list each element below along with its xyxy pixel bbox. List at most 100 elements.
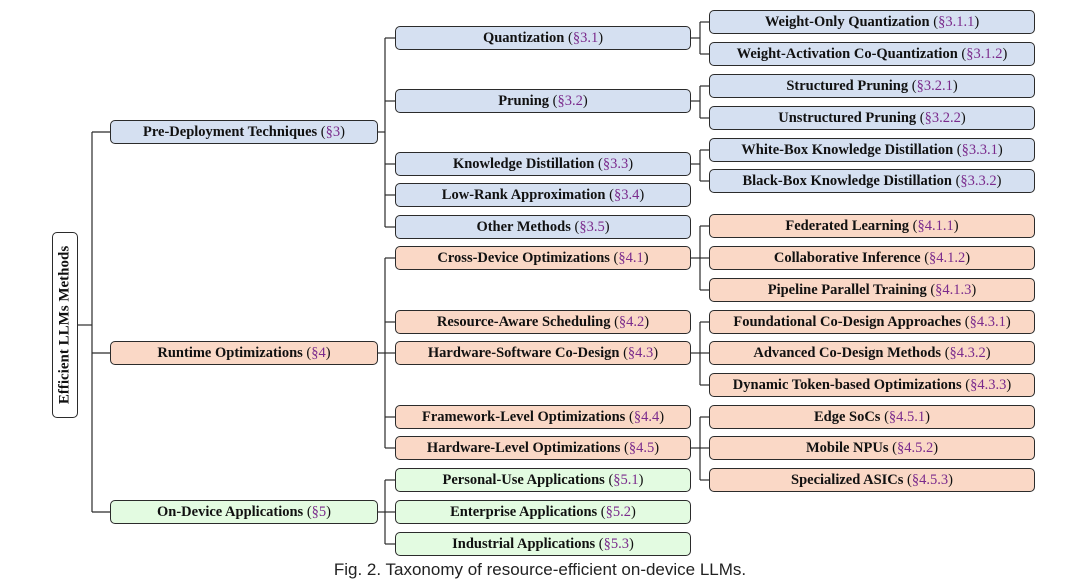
node-label: Federated Learning (785, 217, 910, 234)
section-reference: §3.3.2 (960, 172, 997, 189)
close-paren: ) (340, 123, 345, 140)
node-label: Framework-Level Optimizations (421, 408, 626, 425)
close-paren: ) (925, 408, 931, 425)
close-paren: ) (643, 249, 649, 266)
open-paren: ( (317, 123, 326, 140)
close-paren: ) (971, 281, 977, 298)
technique-node-other: Other Methods (§3.5) (395, 215, 691, 239)
section-reference: §4.5.3 (911, 471, 949, 488)
section-reference: §3.1.2 (966, 45, 1003, 62)
open-paren: ( (597, 503, 606, 520)
close-paren: ) (960, 109, 966, 126)
section-reference: §4.5 (628, 439, 655, 456)
open-paren: ( (302, 344, 312, 361)
technique-node-lra: Low-Rank Approximation (§3.4) (395, 183, 691, 207)
node-label: Low-Rank Approximation (441, 186, 606, 203)
category-node-pre: Pre-Deployment Techniques (§3) (110, 120, 378, 144)
node-label: Personal-Use Applications (442, 471, 605, 488)
node-label: Other Methods (476, 218, 571, 235)
section-reference: §3.5 (579, 218, 605, 235)
node-label: Black-Box Knowledge Distillation (742, 172, 952, 189)
close-paren: ) (638, 471, 644, 488)
method-node: Collaborative Inference (§4.1.2) (709, 246, 1035, 270)
open-paren: ( (880, 408, 889, 425)
close-paren: ) (948, 471, 953, 488)
open-paren: ( (303, 503, 312, 520)
close-paren: ) (631, 503, 636, 520)
node-label: Enterprise Applications (450, 503, 598, 520)
section-reference: §3.2.2 (924, 109, 961, 126)
root-node: Efficient LLMs Methods (52, 232, 78, 418)
open-paren: ( (604, 471, 614, 488)
open-paren: ( (605, 186, 614, 203)
close-paren: ) (1002, 45, 1008, 62)
close-paren: ) (325, 344, 331, 361)
section-reference: §3.3.1 (961, 141, 998, 158)
node-label: Structured Pruning (786, 77, 909, 94)
close-paren: ) (629, 535, 634, 552)
node-label: Quantization (482, 29, 565, 46)
method-node: Weight-Only Quantization (§3.1.1) (709, 10, 1035, 34)
close-paren: ) (953, 217, 959, 234)
node-label: Weight-Only Quantization (764, 13, 930, 30)
node-label: Runtime Optimizations (157, 344, 303, 361)
open-paren: ( (610, 313, 619, 330)
close-paren: ) (654, 439, 660, 456)
method-node: Mobile NPUs (§4.5.2) (709, 436, 1035, 460)
section-reference: §3.2 (557, 92, 583, 109)
method-node: Weight-Activation Co-Quantization (§3.1.… (709, 42, 1035, 66)
section-reference: §4.1.2 (929, 249, 966, 266)
node-label: White-Box Knowledge Distillation (741, 141, 954, 158)
close-paren: ) (985, 344, 991, 361)
open-paren: ( (888, 439, 897, 456)
section-reference: §5 (311, 503, 327, 520)
open-paren: ( (908, 77, 917, 94)
method-node: Foundational Co-Design Approaches (§4.3.… (709, 310, 1035, 334)
section-reference: §5.2 (605, 503, 632, 520)
open-paren: ( (609, 249, 619, 266)
method-node: White-Box Knowledge Distillation (§3.3.1… (709, 138, 1035, 162)
node-label: On-Device Applications (156, 503, 304, 520)
open-paren: ( (916, 109, 925, 126)
technique-node-industrial: Industrial Applications (§5.3) (395, 532, 691, 556)
open-paren: ( (595, 535, 604, 552)
close-paren: ) (952, 77, 958, 94)
node-label: Unstructured Pruning (778, 109, 917, 126)
section-reference: §4.5.1 (888, 408, 926, 425)
open-paren: ( (909, 217, 918, 234)
open-paren: ( (920, 249, 930, 266)
open-paren: ( (957, 45, 967, 62)
open-paren: ( (941, 344, 950, 361)
figure-caption: Fig. 2. Taxonomy of resource-efficient o… (333, 560, 747, 579)
open-paren: ( (961, 313, 970, 330)
technique-node-sched: Resource-Aware Scheduling (§4.2) (395, 310, 691, 334)
node-label: Pre-Deployment Techniques (143, 123, 318, 140)
section-reference: §3.1 (572, 29, 599, 46)
section-reference: §4.3.2 (949, 344, 986, 361)
method-node: Unstructured Pruning (§3.2.2) (709, 106, 1035, 130)
category-node-runtime: Runtime Optimizations (§4) (110, 341, 378, 365)
close-paren: ) (582, 92, 588, 109)
node-label: Edge SoCs (813, 408, 881, 425)
open-paren: ( (953, 141, 962, 158)
close-paren: ) (997, 141, 1003, 158)
method-node: Edge SoCs (§4.5.1) (709, 405, 1035, 429)
section-reference: §4.2 (618, 313, 645, 330)
close-paren: ) (653, 344, 659, 361)
open-paren: ( (570, 218, 580, 235)
method-node: Pipeline Parallel Training (§4.1.3) (709, 278, 1035, 302)
category-node-apps: On-Device Applications (§5) (110, 500, 378, 524)
close-paren: ) (1005, 313, 1011, 330)
close-paren: ) (639, 186, 645, 203)
section-reference: §4.3 (627, 344, 654, 361)
method-node: Dynamic Token-based Optimizations (§4.3.… (709, 373, 1035, 397)
node-label: Industrial Applications (452, 535, 596, 552)
node-label: Dynamic Token-based Optimizations (732, 376, 962, 393)
technique-node-hw: Hardware-Level Optimizations (§4.5) (395, 436, 691, 460)
root-label: Efficient LLMs Methods (56, 245, 73, 405)
method-node: Federated Learning (§4.1.1) (709, 214, 1035, 238)
node-label: Hardware-Software Co-Design (427, 344, 620, 361)
close-paren: ) (628, 155, 634, 172)
close-paren: ) (996, 172, 1002, 189)
node-label: Foundational Co-Design Approaches (733, 313, 962, 330)
